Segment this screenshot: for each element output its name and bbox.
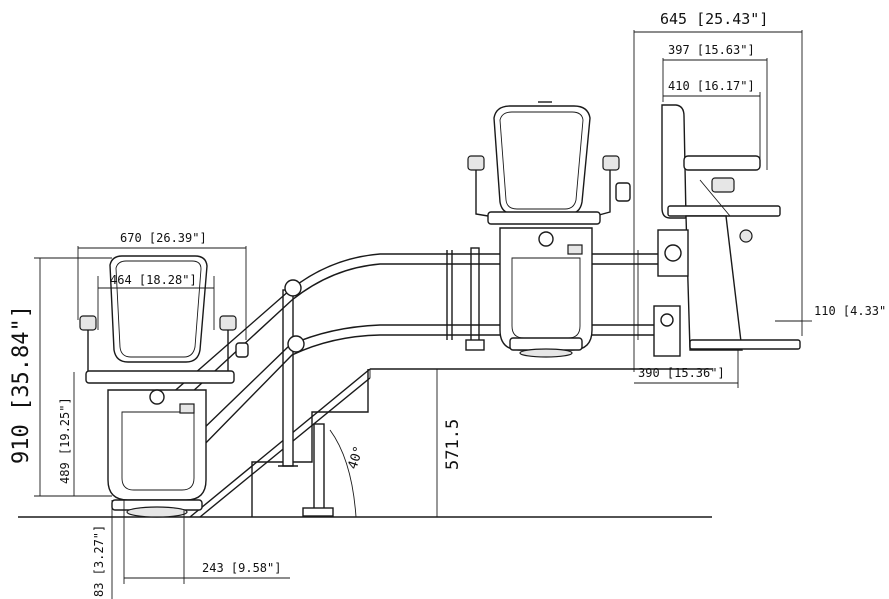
dim-571: 571.5	[443, 419, 463, 470]
dim-464: 464 [18.28"]	[110, 273, 197, 287]
dim-410: 410 [16.17"]	[668, 79, 755, 93]
lower-chair-front-view	[79, 255, 249, 518]
upper-chair-front-view	[467, 101, 631, 358]
dim-670: 670 [26.39"]	[120, 231, 207, 245]
dim-489: 489 [19.25"]	[58, 397, 72, 484]
floor-and-stairs	[18, 247, 712, 518]
stair-rail	[129, 250, 660, 501]
dim-110: 110 [4.33"	[814, 304, 886, 318]
dim-40-deg: 40°	[346, 444, 368, 471]
dim-910: 910 [35.84"]	[9, 305, 34, 464]
dim-397: 397 [15.63"]	[668, 43, 755, 57]
dim-243: 243 [9.58"]	[202, 561, 281, 575]
dim-83: 83 [3.27"]	[92, 525, 106, 597]
dim-645: 645 [25.43"]	[660, 10, 768, 28]
dim-390: 390 [15.36"]	[638, 366, 725, 380]
side-view-chair	[653, 104, 801, 357]
dimension-lines	[34, 30, 812, 599]
dimension-labels: 645 [25.43"] 397 [15.63"] 410 [16.17"] 6…	[9, 10, 886, 597]
